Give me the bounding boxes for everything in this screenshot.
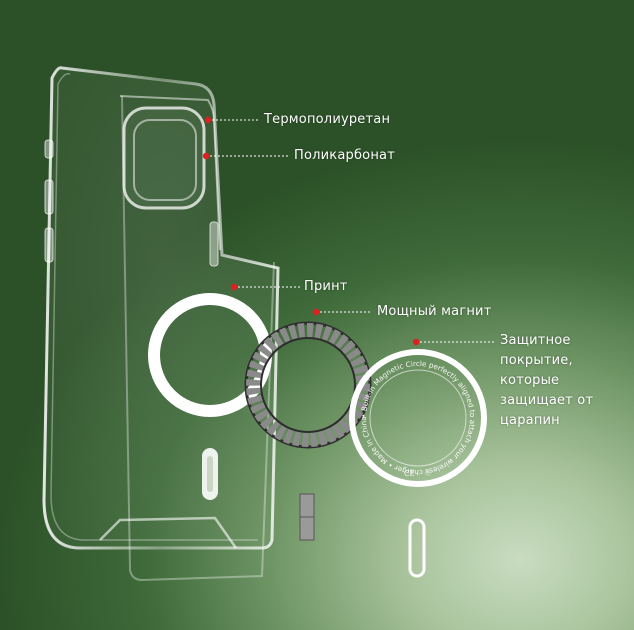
clear-case (42, 66, 280, 550)
label-tpu: Термополиуретан (264, 112, 391, 127)
marker-tpu (204, 116, 212, 124)
ce-mark: CE (404, 469, 415, 478)
label-coating: Защитное покрытие, которые защищает от ц… (500, 331, 630, 431)
marker-magnet (312, 308, 320, 316)
label-coating-line3: защищает от (500, 393, 594, 408)
label-polycarbonate: Поликарбонат (294, 148, 395, 163)
label-coating-line4: царапин (500, 413, 560, 428)
label-coating-line1: Защитное (500, 333, 571, 348)
markers (202, 116, 420, 346)
marker-print (230, 283, 238, 291)
marker-polycarbonate (202, 152, 210, 160)
label-magnet: Мощный магнит (377, 304, 492, 319)
label-print: Принт (304, 279, 348, 294)
marker-coating (412, 338, 420, 346)
polycarbonate-plate (121, 95, 275, 582)
label-coating-line2: покрытие, которые (500, 353, 573, 388)
leader-lines (206, 119, 496, 343)
recycle-icon: ♲ (424, 469, 431, 478)
